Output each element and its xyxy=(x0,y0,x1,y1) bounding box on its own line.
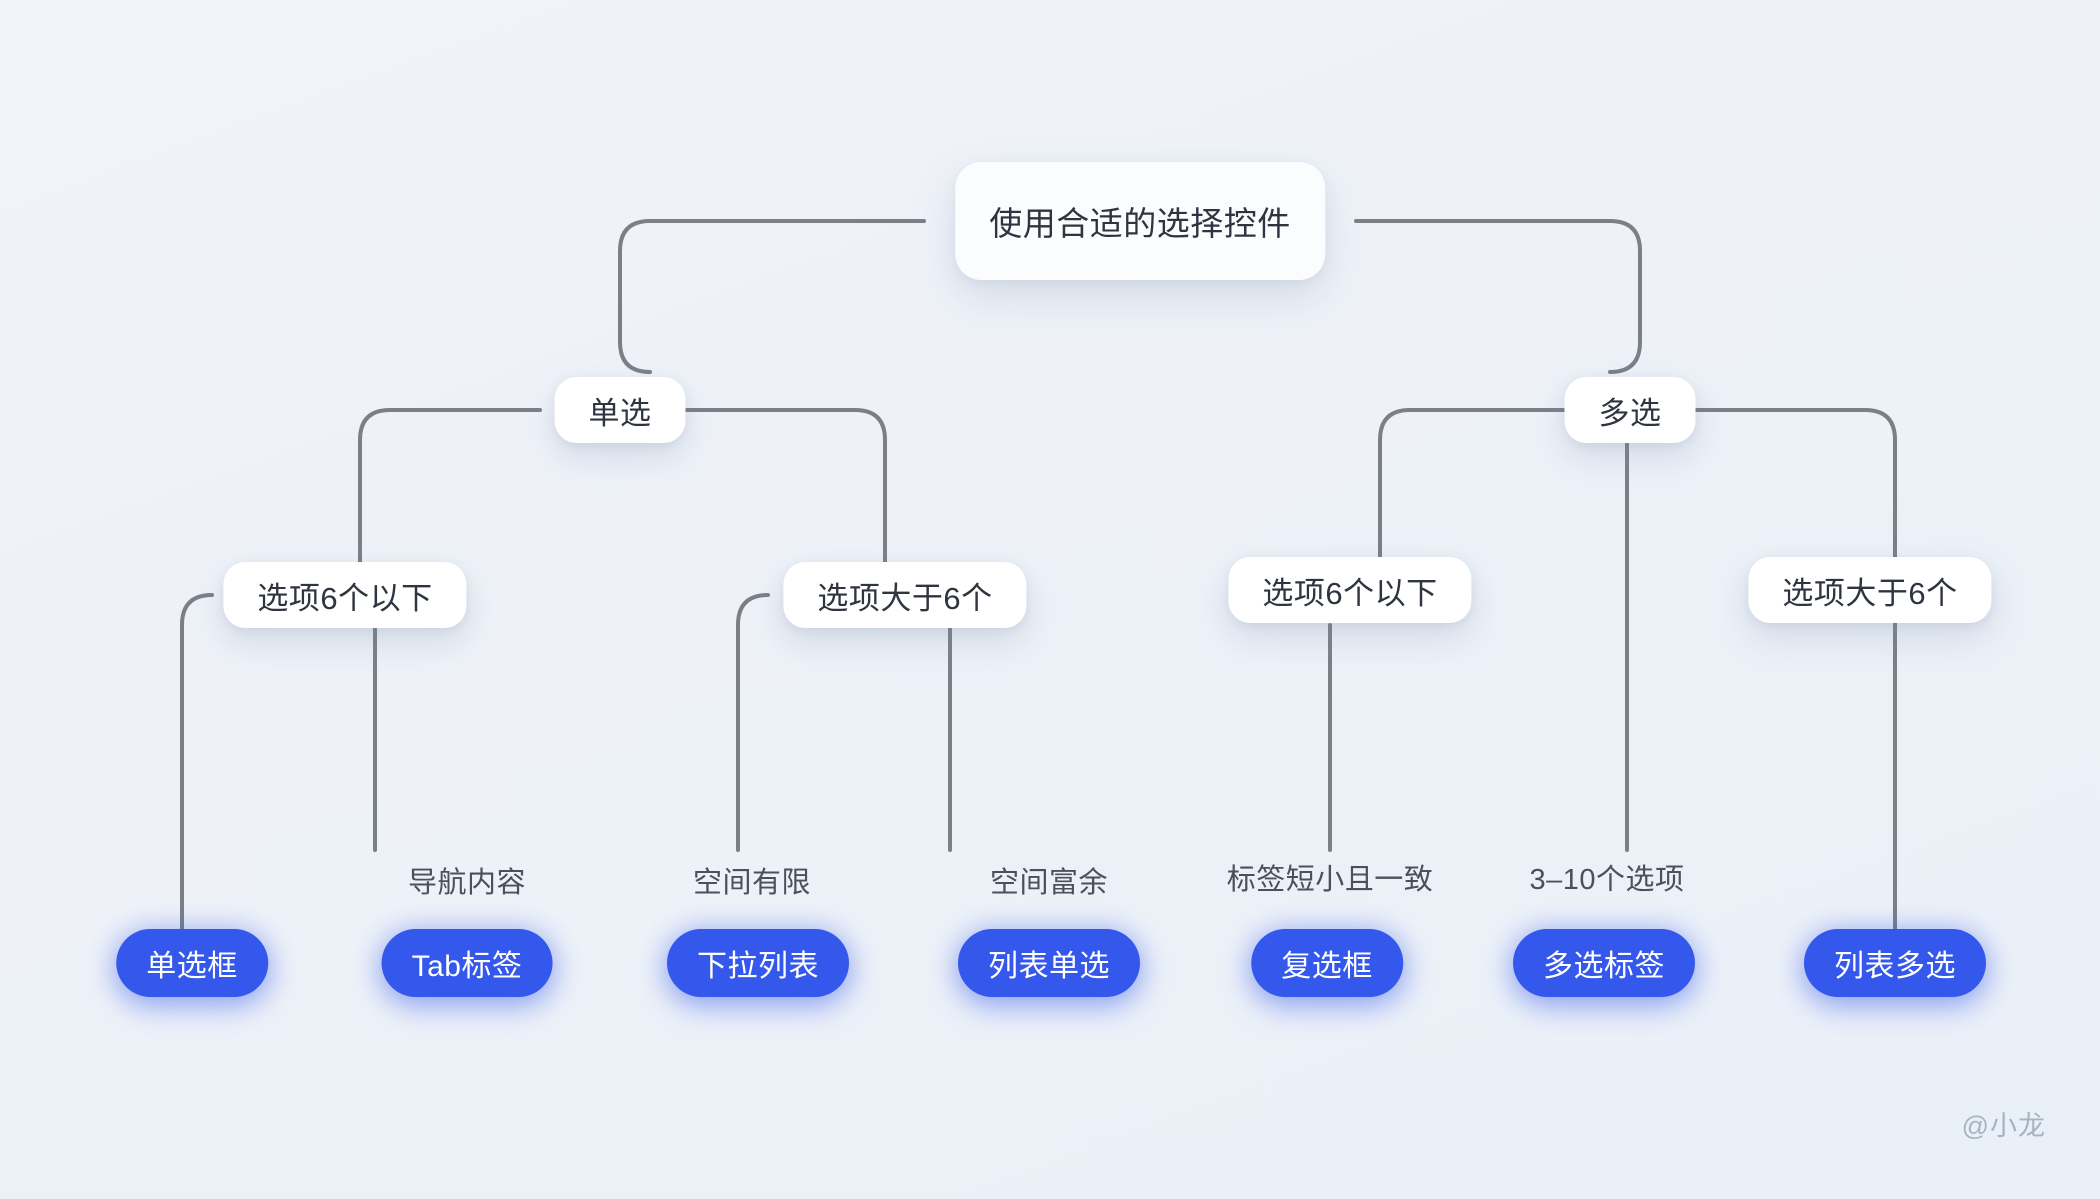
edge-sgt6-to-select xyxy=(736,593,770,852)
edge-sle6-to-tab xyxy=(343,593,377,852)
caption-navigation-content: 导航内容 xyxy=(408,860,526,900)
leaf-radio-button-label: 单选框 xyxy=(146,950,238,983)
edge-root-to-multi xyxy=(1354,219,1642,374)
node-root-label: 使用合适的选择控件 xyxy=(989,205,1291,242)
caption-3-to-10-options-label: 3–10个选项 xyxy=(1529,864,1685,896)
node-single-select[interactable]: 单选 xyxy=(554,377,686,443)
leaf-list-single-select-label: 列表单选 xyxy=(988,950,1110,983)
node-single-gt6[interactable]: 选项大于6个 xyxy=(783,562,1027,628)
watermark: @小龙 xyxy=(1961,1111,2046,1141)
leaf-tab-label: Tab标签 xyxy=(411,950,523,983)
leaf-checkbox-label: 复选框 xyxy=(1281,950,1373,983)
caption-3-to-10-options: 3–10个选项 xyxy=(1529,857,1684,897)
leaf-radio-button[interactable]: 单选框 xyxy=(116,929,268,997)
node-multi-le6-label: 选项6个以下 xyxy=(1262,575,1438,611)
leaf-multi-select-tag-label: 多选标签 xyxy=(1543,950,1665,983)
leaf-dropdown-list[interactable]: 下拉列表 xyxy=(667,929,849,997)
node-multi-select-label: 多选 xyxy=(1598,395,1662,431)
node-single-gt6-label: 选项大于6个 xyxy=(817,580,993,616)
node-multi-gt6-label: 选项大于6个 xyxy=(1782,575,1958,611)
caption-ample-space-label: 空间富余 xyxy=(989,867,1109,899)
leaf-tab[interactable]: Tab标签 xyxy=(381,929,553,997)
node-single-le6[interactable]: 选项6个以下 xyxy=(223,562,467,628)
node-root[interactable]: 使用合适的选择控件 xyxy=(955,162,1325,280)
node-multi-select[interactable]: 多选 xyxy=(1564,377,1696,443)
leaf-dropdown-list-label: 下拉列表 xyxy=(697,950,819,983)
leaf-multi-select-tag[interactable]: 多选标签 xyxy=(1513,929,1695,997)
caption-ample-space: 空间富余 xyxy=(990,860,1108,900)
node-single-select-label: 单选 xyxy=(588,395,652,431)
edge-root-to-single xyxy=(618,219,926,374)
node-multi-gt6[interactable]: 选项大于6个 xyxy=(1748,557,1992,623)
caption-short-consistent-labels: 标签短小且一致 xyxy=(1227,857,1434,897)
caption-short-consistent-labels-label: 标签短小且一致 xyxy=(1226,864,1434,896)
caption-limited-space-label: 空间有限 xyxy=(692,867,812,899)
caption-limited-space: 空间有限 xyxy=(693,860,811,900)
leaf-list-single-select[interactable]: 列表单选 xyxy=(958,929,1140,997)
edge-sle6-to-radio xyxy=(180,593,214,967)
leaf-checkbox[interactable]: 复选框 xyxy=(1251,929,1403,997)
node-multi-le6[interactable]: 选项6个以下 xyxy=(1228,557,1472,623)
caption-navigation-content-label: 导航内容 xyxy=(407,867,527,899)
edge-sgt6-to-listone xyxy=(918,593,952,852)
leaf-list-multi-select[interactable]: 列表多选 xyxy=(1804,929,1986,997)
node-single-le6-label: 选项6个以下 xyxy=(257,580,433,616)
leaf-list-multi-select-label: 列表多选 xyxy=(1834,950,1956,983)
